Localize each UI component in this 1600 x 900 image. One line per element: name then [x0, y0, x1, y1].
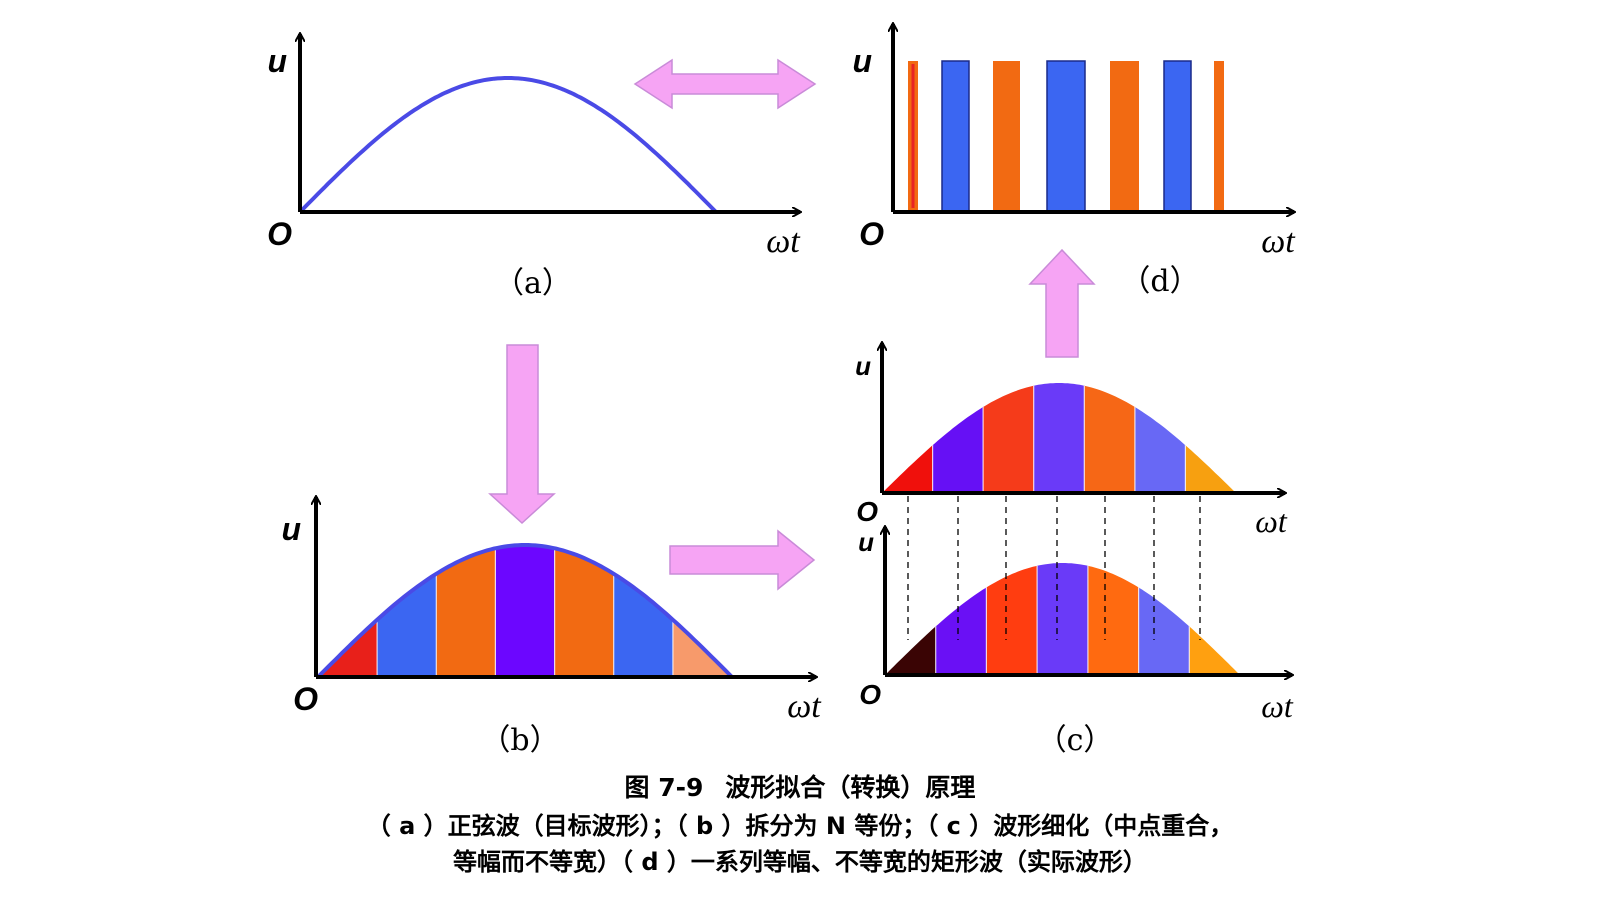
panel-b-y-axis-label: u [281, 511, 301, 547]
panel-c-top-origin-label: O [856, 496, 878, 527]
panel-d-x-axis-label: ωt [1261, 223, 1296, 260]
panel-a-label: （a） [494, 266, 572, 301]
arrow-up-c-to-d [1028, 248, 1096, 358]
panel-d-pulse-4 [1046, 60, 1086, 212]
panel-b-sine-outline [316, 543, 734, 679]
panel-d-pulse-5 [1110, 61, 1139, 211]
figure-caption-line2: 等幅而不等宽）（ d ）一系列等幅、不等宽的矩形波（实际波形） [453, 848, 1147, 876]
panel-a-y-axis-label: u [267, 43, 287, 79]
figure-title: 波形拟合（转换）原理 [725, 773, 976, 802]
panel-c-top-strip-2 [932, 383, 984, 493]
arrow-down-a-to-b [488, 344, 556, 525]
panel-b-origin-label: O [293, 681, 318, 717]
panel-d-y-axis-label: u [852, 43, 872, 79]
arrow-right-b-to-c [669, 529, 816, 591]
panel-c-bottom-strip-4 [1037, 563, 1089, 675]
panel-c-bottom-strip-7 [1189, 563, 1240, 675]
panel-d-label: （d） [1120, 264, 1199, 299]
figure-caption-line1: （ a ）正弦波（目标波形）；（ b ）拆分为 N 等份；（ c ）波形细化（中… [366, 812, 1234, 840]
panel-a-x-axis-label: ωt [766, 223, 801, 260]
panel-b-x-axis-label: ωt [787, 688, 822, 725]
panel-c-bottom-strip-6 [1138, 563, 1190, 675]
panel-c-bottom-strip-5 [1087, 563, 1140, 675]
figure-caption-title: 图 7-9 波形拟合（转换）原理 [0, 768, 1600, 804]
panel-c-bottom-y-axis-label: u [858, 527, 874, 557]
panel-a-sine-curve [298, 76, 718, 214]
panel-b-label: （b） [480, 723, 559, 758]
panel-c-bottom-strip-1 [885, 563, 937, 675]
panel-c-top-strip-5 [1084, 383, 1136, 493]
panel-b-strip-1 [318, 545, 378, 677]
panel-d-pulse-6 [1163, 60, 1192, 212]
panel-c-top-strip-7 [1185, 383, 1236, 493]
panel-b-strip-6 [613, 545, 674, 677]
panel-d-pulse-2 [941, 60, 970, 212]
panel-c-top-y-axis-label: u [855, 351, 871, 381]
double-arrow-a-to-d [633, 58, 817, 110]
panel-c-top-strip-3 [983, 383, 1035, 493]
panel-c-top-strip-1 [882, 383, 934, 493]
panel-a-origin-label: O [267, 216, 292, 252]
panel-b-strip-5 [554, 545, 615, 677]
panel-b-strip-2 [377, 545, 437, 677]
panel-b-strip-3 [436, 545, 496, 677]
panel-c-bottom-strip-2 [935, 563, 987, 675]
panel-c-label: （c） [1037, 723, 1114, 758]
panel-d-pulse-3 [993, 61, 1020, 211]
panel-c-bottom-strip-3 [986, 563, 1038, 675]
panel-c-top-strip-4 [1033, 383, 1085, 493]
panel-c-top-strip-6 [1134, 383, 1187, 493]
panel-d-origin-label: O [859, 216, 884, 252]
figure-number: 图 7-9 [624, 773, 704, 802]
panel-c-bottom-x-axis-label: ωt [1261, 688, 1294, 724]
panel-c-top-x-axis-label: ωt [1255, 503, 1288, 539]
panel-c-bottom-origin-label: O [859, 679, 881, 710]
panel-b-strip-4 [495, 545, 556, 677]
panel-d-pulse-7 [1214, 61, 1224, 211]
